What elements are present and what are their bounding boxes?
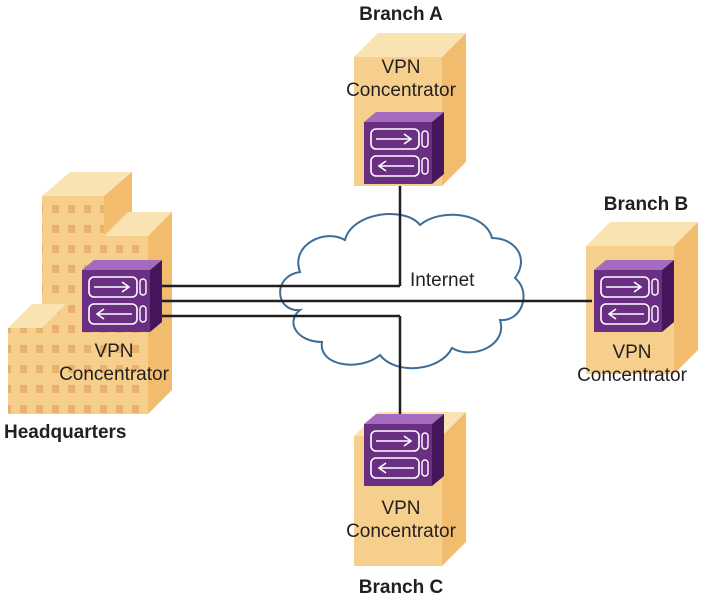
- branch-c-title: Branch C: [358, 577, 444, 598]
- hq-device-label: VPN Concentrator: [44, 340, 184, 386]
- branch-b-device-label: VPN Concentrator: [562, 341, 702, 387]
- branch-c-device-label-line2: Concentrator: [346, 521, 456, 542]
- branch-b-device-label-line2: Concentrator: [577, 365, 687, 386]
- branch-a-device-label: VPN Concentrator: [330, 56, 472, 102]
- branch-c-vpn-device-icon: [364, 414, 444, 486]
- hq-device-label-line2: Concentrator: [59, 364, 169, 385]
- branch-b-title: Branch B: [603, 194, 689, 215]
- branch-c-device-label-line1: VPN: [381, 498, 421, 519]
- vpn-links: [160, 186, 592, 424]
- branch-a-title: Branch A: [359, 4, 443, 25]
- branch-b-vpn-device-icon: [594, 260, 674, 332]
- branch-a-device-label-line2: Concentrator: [346, 80, 456, 101]
- branch-c-device-label: VPN Concentrator: [330, 497, 472, 543]
- hq-vpn-device-icon: [82, 260, 162, 332]
- branch-b-device-label-line1: VPN: [612, 342, 652, 363]
- branch-a-device-label-line1: VPN: [381, 57, 421, 78]
- hq-device-label-line1: VPN: [94, 341, 134, 362]
- internet-cloud: [279, 213, 525, 370]
- internet-label: Internet: [410, 270, 475, 291]
- hq-title: Headquarters: [4, 422, 127, 443]
- branch-a-vpn-device-icon: [364, 112, 444, 184]
